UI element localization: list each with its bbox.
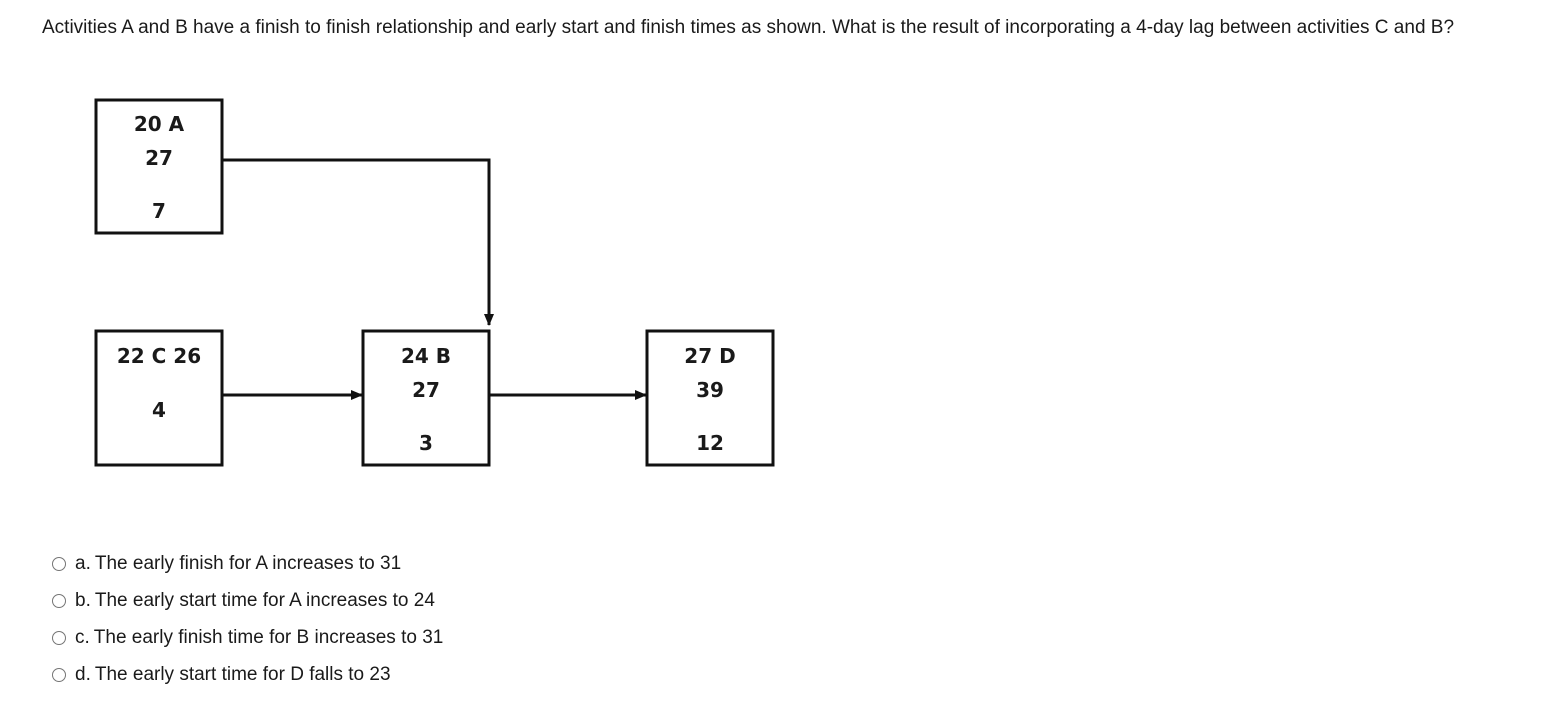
node-d-header: 27 D xyxy=(684,344,735,368)
option-d-text: The early start time for D falls to 23 xyxy=(94,663,391,685)
node-d: 27 D 39 12 xyxy=(645,329,775,467)
option-a[interactable]: a. The early finish for A increases to 3… xyxy=(52,545,443,582)
node-a-duration: 7 xyxy=(152,199,166,223)
radio-button-d[interactable] xyxy=(52,667,66,682)
option-c-letter: c. xyxy=(75,626,90,648)
node-b-finish: 27 xyxy=(412,378,440,402)
node-c: 22 C 26 4 xyxy=(94,329,224,467)
node-a-header: 20 A xyxy=(134,112,185,136)
node-a-finish: 27 xyxy=(145,146,173,170)
option-c[interactable]: c. The early finish time for B increases… xyxy=(52,619,443,656)
radio-button-a[interactable] xyxy=(52,556,66,571)
node-a: 20 A 27 7 xyxy=(94,98,224,235)
node-c-box xyxy=(94,329,224,467)
node-a-box xyxy=(94,98,224,235)
node-b-duration: 3 xyxy=(419,431,433,455)
node-b: 24 B 27 3 xyxy=(361,329,491,467)
option-d-letter: d. xyxy=(75,663,91,685)
node-d-duration: 12 xyxy=(696,431,724,455)
option-b-letter: b. xyxy=(75,589,91,611)
option-a-text: The early finish for A increases to 31 xyxy=(94,552,402,574)
option-c-text: The early finish time for B increases to… xyxy=(93,626,444,648)
answer-options: a. The early finish for A increases to 3… xyxy=(52,545,443,693)
radio-button-c[interactable] xyxy=(52,630,66,645)
node-d-finish: 39 xyxy=(696,378,724,402)
node-c-header: 22 C 26 xyxy=(117,344,201,368)
option-b-text: The early start time for A increases to … xyxy=(94,589,435,611)
node-b-box xyxy=(361,329,491,467)
node-c-duration: 4 xyxy=(152,398,166,422)
arrow-a-to-b xyxy=(222,158,494,326)
option-a-letter: a. xyxy=(75,552,91,574)
option-b[interactable]: b. The early start time for A increases … xyxy=(52,582,443,619)
option-d[interactable]: d. The early start time for D falls to 2… xyxy=(52,656,443,693)
question-text: Activities A and B have a finish to fini… xyxy=(42,17,1455,38)
node-b-header: 24 B xyxy=(401,344,451,368)
node-d-box xyxy=(645,329,775,467)
radio-button-b[interactable] xyxy=(52,593,66,608)
